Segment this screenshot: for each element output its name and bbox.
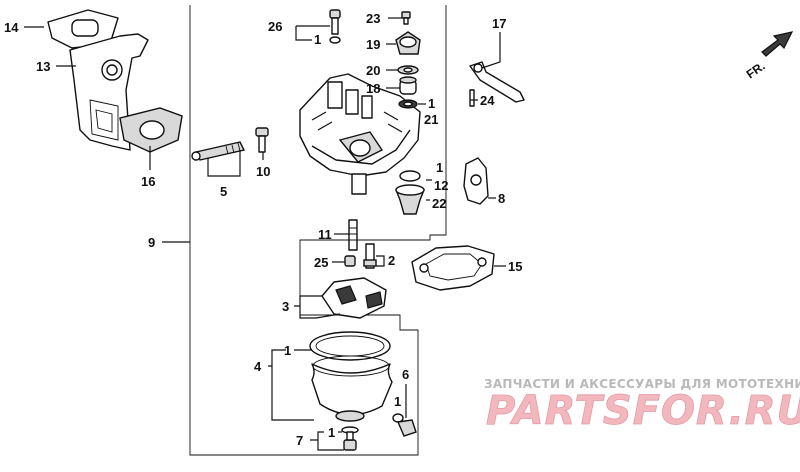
jet-25-part (344, 255, 356, 267)
callout-11: 11 (318, 227, 332, 242)
callout-18: 18 (366, 81, 380, 96)
screw-26-part (329, 9, 341, 44)
callout-2: 2 (388, 253, 395, 268)
jet-2-part (363, 243, 377, 269)
spring-18-part (399, 76, 417, 95)
needle-11-part (348, 219, 358, 251)
callout-3: 3 (282, 299, 289, 314)
callout-7: 7 (296, 433, 303, 448)
callout-9: 9 (148, 235, 155, 250)
callout-13: 13 (36, 59, 50, 74)
screw-23-part (401, 11, 411, 25)
callout-22: 22 (432, 196, 446, 211)
front-direction-arrow-icon (761, 31, 794, 57)
bolt-7-part (341, 426, 359, 451)
jet-holder-22-part (394, 184, 426, 215)
callout-1: 1 (428, 96, 435, 111)
washer-21-part (398, 99, 418, 109)
float-3-part (315, 277, 387, 319)
callout-1: 1 (314, 32, 321, 47)
leader-lines (24, 17, 506, 451)
callout-labels: 14 13 16 26 1 23 19 20 18 1 21 17 24 5 1… (4, 11, 522, 448)
o-ring-12-part (399, 170, 421, 182)
watermark-tagline: ЗАПЧАСТИ И АКСЕССУАРЫ ДЛЯ МОТОТЕХНИКИ (484, 377, 800, 391)
drain-screw-6-part (392, 413, 417, 437)
float-chamber-4-part (309, 331, 393, 422)
callout-17: 17 (492, 16, 506, 31)
callout-1: 1 (394, 394, 401, 409)
callout-26: 26 (268, 19, 282, 34)
callout-8: 8 (498, 191, 505, 206)
callout-16: 16 (141, 174, 155, 189)
carburetor-body-part (299, 73, 421, 195)
callout-23: 23 (366, 11, 380, 26)
gasket-15-part (411, 245, 495, 291)
float-arm-8-part (463, 157, 489, 205)
float-chamber-cap-19-part (395, 31, 421, 55)
callout-4: 4 (254, 359, 262, 374)
callout-15: 15 (508, 259, 522, 274)
watermark-brand: PARTSFOR.RU (486, 388, 800, 434)
callout-20: 20 (366, 63, 380, 78)
insulator-gasket-16-part (119, 107, 183, 153)
throttle-stop-screw-part (191, 141, 246, 161)
carburetor-bracket-part (69, 33, 149, 151)
washer-20-part (397, 65, 419, 75)
callout-14: 14 (4, 20, 19, 35)
callout-25: 25 (314, 255, 328, 270)
callout-1: 1 (284, 343, 291, 358)
callout-10: 10 (256, 164, 270, 179)
front-direction-label: FR. (744, 59, 768, 82)
callout-1: 1 (328, 425, 335, 440)
callout-6: 6 (402, 367, 409, 382)
pilot-screw-part (255, 127, 269, 153)
choke-lever-part (469, 61, 525, 107)
callout-21: 21 (424, 112, 438, 127)
callout-24: 24 (480, 93, 495, 108)
callout-1: 1 (436, 160, 443, 175)
callout-5: 5 (220, 184, 227, 199)
callout-12: 12 (434, 178, 448, 193)
callout-19: 19 (366, 37, 380, 52)
